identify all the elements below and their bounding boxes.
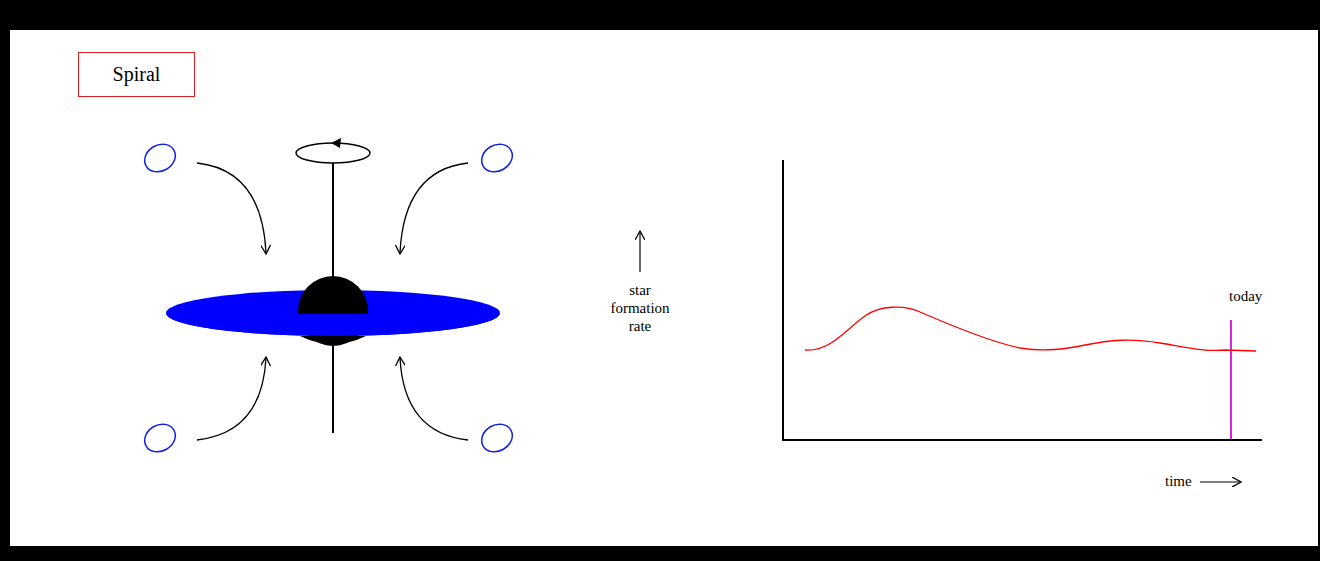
marker-label: today bbox=[1229, 287, 1279, 305]
rotation-ring bbox=[296, 143, 370, 163]
infall-arrow bbox=[197, 163, 266, 253]
time-arrow bbox=[1200, 481, 1240, 482]
white-panel bbox=[10, 30, 1318, 546]
title-box: Spiral bbox=[78, 52, 195, 97]
gas-cloud bbox=[477, 419, 518, 458]
gas-cloud bbox=[140, 139, 181, 178]
y-axis bbox=[782, 160, 784, 441]
infall-arrow bbox=[400, 163, 468, 253]
gas-cloud bbox=[477, 139, 518, 178]
bulge-lower bbox=[300, 336, 366, 344]
infall-arrow bbox=[197, 358, 266, 440]
title-text: Spiral bbox=[113, 63, 161, 86]
rotation-arrowhead bbox=[331, 138, 341, 148]
axis-label: star formation rate bbox=[604, 281, 676, 335]
infall-arrow bbox=[400, 358, 468, 440]
today-marker bbox=[1230, 320, 1232, 439]
x-axis bbox=[782, 439, 1262, 441]
sfr-curve bbox=[805, 307, 1256, 351]
axis-label: time bbox=[1165, 472, 1201, 490]
y-label-arrow bbox=[639, 232, 640, 272]
galactic-disc-front bbox=[166, 314, 500, 336]
gas-cloud bbox=[140, 419, 181, 458]
